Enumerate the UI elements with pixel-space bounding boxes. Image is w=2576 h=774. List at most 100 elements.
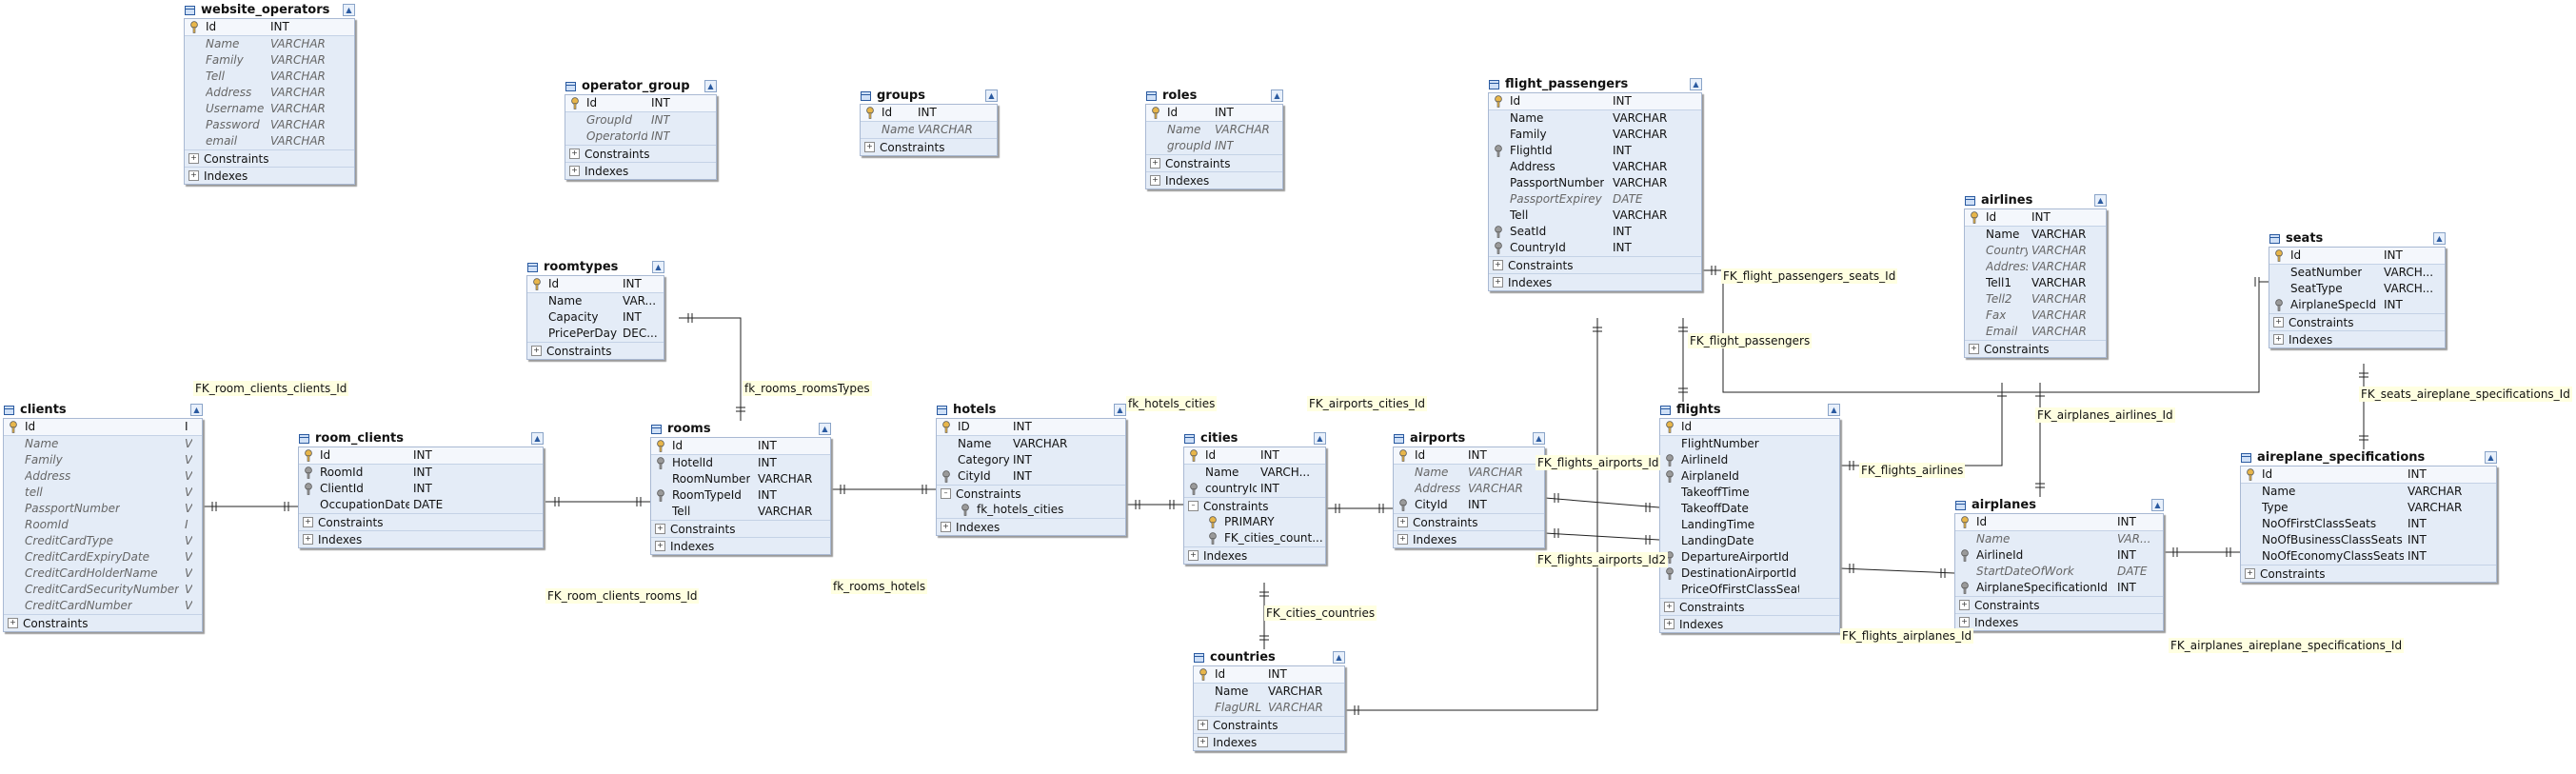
relationship-label[interactable]: FK_airplanes_aireplane_specifications_Id bbox=[2169, 638, 2405, 653]
collapse-icon[interactable]: ▲ bbox=[1333, 651, 1345, 664]
column-row[interactable]: LandingTime bbox=[1660, 517, 1839, 533]
relationship-line[interactable] bbox=[1702, 269, 2269, 393]
constraints-group[interactable]: +Constraints bbox=[1146, 154, 1282, 171]
constraints-group[interactable]: +Constraints bbox=[1955, 596, 2163, 613]
indexes-group[interactable]: +Indexes bbox=[1489, 273, 1701, 290]
expand-icon[interactable]: + bbox=[2273, 317, 2284, 327]
column-row[interactable]: DestinationAirportId bbox=[1660, 566, 1839, 582]
collapse-icon[interactable]: ▲ bbox=[531, 432, 544, 445]
table-title-bar[interactable]: operator_group▲ bbox=[565, 78, 717, 94]
table-title-bar[interactable]: airports▲ bbox=[1393, 430, 1545, 447]
indexes-group[interactable]: +Indexes bbox=[565, 162, 716, 179]
collapse-icon[interactable]: ▲ bbox=[1314, 432, 1326, 445]
constraint-item[interactable]: FK_cities_count... bbox=[1184, 530, 1325, 546]
expand-icon[interactable]: + bbox=[1664, 602, 1674, 612]
indexes-group[interactable]: +Indexes bbox=[1146, 171, 1282, 189]
primary-key-row[interactable]: Id bbox=[1660, 419, 1839, 436]
indexes-group[interactable]: +Indexes bbox=[299, 530, 543, 547]
table-title-bar[interactable]: seats▲ bbox=[2269, 230, 2446, 247]
expand-icon[interactable]: + bbox=[1150, 158, 1160, 169]
relationship-label[interactable]: FK_room_clients_clients_Id bbox=[193, 381, 349, 396]
expand-icon[interactable]: + bbox=[569, 149, 580, 159]
constraints-group[interactable]: +Constraints bbox=[1489, 256, 1701, 273]
constraints-group[interactable]: +Constraints bbox=[185, 149, 354, 167]
constraints-group[interactable]: –Constraints bbox=[937, 485, 1125, 502]
collapse-icon[interactable]: ▲ bbox=[2433, 232, 2446, 245]
collapse-icon[interactable]: ▲ bbox=[2151, 499, 2164, 511]
indexes-group[interactable]: +Indexes bbox=[2269, 330, 2445, 347]
constraints-group[interactable]: +Constraints bbox=[4, 614, 202, 631]
table-title-bar[interactable]: airlines▲ bbox=[1964, 192, 2107, 208]
relationship-line[interactable] bbox=[679, 317, 742, 421]
relationship-label[interactable]: FK_room_clients_rooms_Id bbox=[545, 588, 700, 604]
expand-icon[interactable]: + bbox=[1397, 534, 1408, 545]
expand-icon[interactable]: + bbox=[941, 522, 951, 532]
constraints-group[interactable]: +Constraints bbox=[1194, 716, 1344, 733]
collapse-icon[interactable]: ▲ bbox=[1690, 78, 1702, 90]
table-title-bar[interactable]: flights▲ bbox=[1659, 402, 1840, 418]
relationship-label[interactable]: fk_rooms_roomsTypes bbox=[743, 381, 872, 396]
column-row[interactable]: FlightNumber bbox=[1660, 436, 1839, 452]
relationship-label[interactable]: FK_airports_cities_Id bbox=[1307, 396, 1428, 411]
column-row[interactable]: DepartureAirportId bbox=[1660, 549, 1839, 566]
indexes-group[interactable]: +Indexes bbox=[1194, 733, 1344, 750]
expand-icon[interactable]: + bbox=[188, 153, 199, 164]
constraints-group[interactable]: –Constraints bbox=[1184, 497, 1325, 514]
expand-icon[interactable]: + bbox=[2245, 568, 2255, 579]
constraints-group[interactable]: +Constraints bbox=[1394, 513, 1544, 530]
indexes-group[interactable]: +Indexes bbox=[185, 167, 354, 184]
expand-icon[interactable]: + bbox=[1493, 260, 1503, 270]
collapse-icon[interactable]: ▲ bbox=[1533, 432, 1545, 445]
expand-icon[interactable]: + bbox=[1198, 720, 1208, 730]
expand-icon[interactable]: + bbox=[1188, 550, 1199, 561]
table-title-bar[interactable]: roomtypes▲ bbox=[526, 259, 664, 275]
table-title-bar[interactable]: roles▲ bbox=[1145, 88, 1283, 104]
expand-icon[interactable]: + bbox=[655, 541, 665, 551]
